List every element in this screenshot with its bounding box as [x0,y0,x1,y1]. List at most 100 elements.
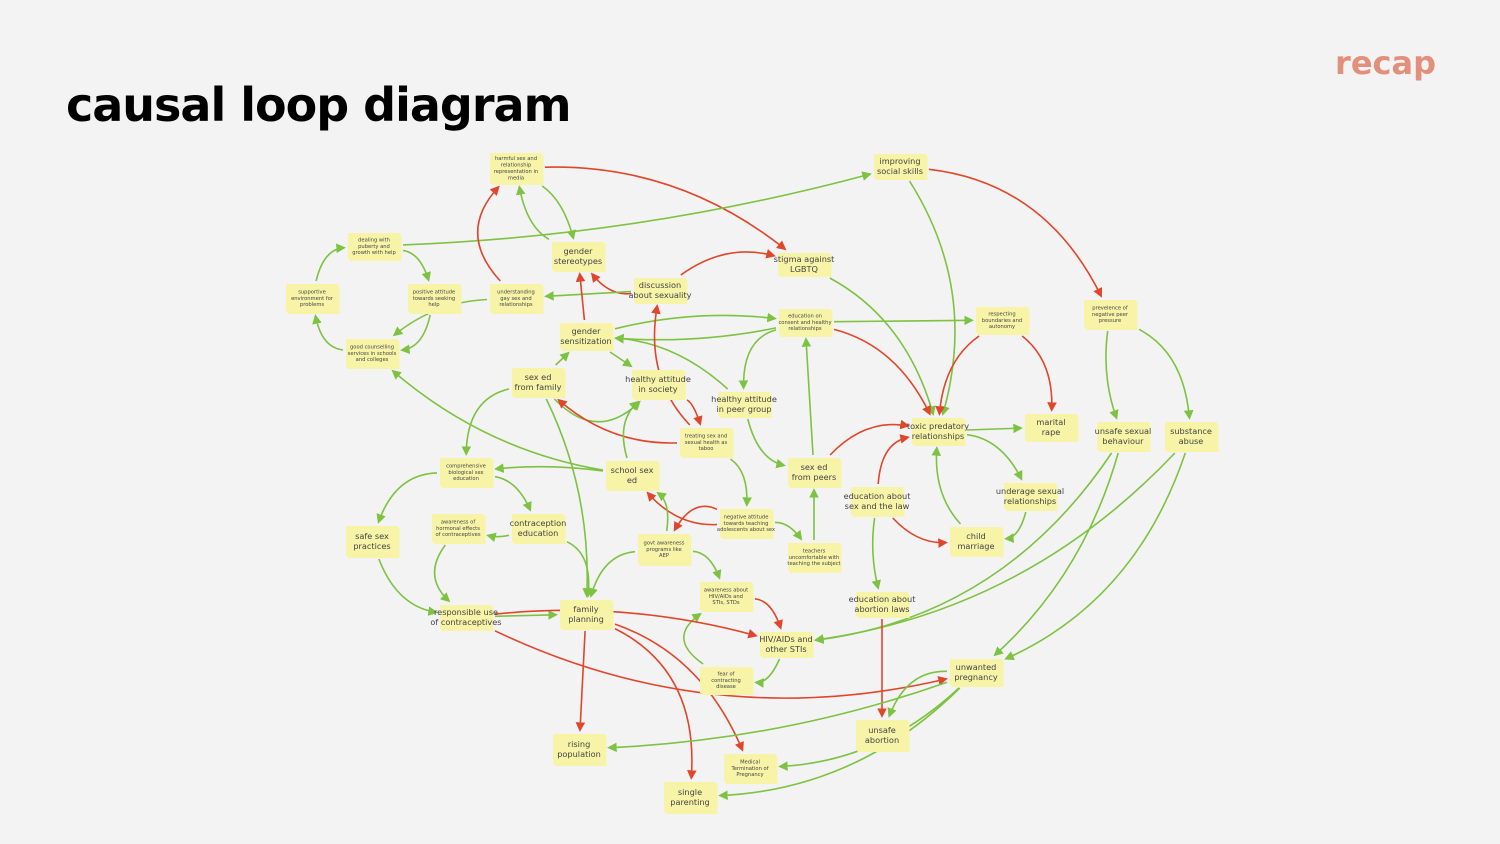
node-label-line: in peer group [716,404,771,414]
node-sticky-note [778,253,830,275]
link-gendersens-healthysociety [609,351,633,368]
link-sexlaw-childmarriage [892,517,948,548]
link-taboo-negattitude [730,458,752,507]
node-label-line: relationship [501,163,532,169]
node-label-line: parenting [670,797,710,807]
node-label-line: teachers [803,548,826,554]
link-counselling-supportive [312,314,344,351]
node-label-line: unwanted [956,662,997,672]
node-label-line: improving [879,156,920,166]
link-substance-hiv [814,452,1176,644]
link-govt-schoolsexed [656,491,669,532]
link-contraception-hormonal [486,532,510,543]
link-substance-unwanted [1004,452,1187,660]
node-sticky-note [606,461,658,489]
node-label-line: social skills [877,166,923,176]
node-label-line: teaching the subject [787,561,840,567]
link-contraception-familyplanning [566,541,594,598]
node-media[interactable]: harmful sex andrelationshiprepresentatio… [490,153,544,185]
node-sticky-note [634,278,686,302]
node-label-line: from peers [792,472,837,482]
node-sticky-note [724,754,776,782]
node-label-line: child [966,531,985,541]
node-label-line: safe sex [355,531,389,541]
node-sticky-note [490,153,542,183]
link-schoolsexed-healthysociety [622,400,640,459]
link-responsible-familyplanning [494,610,558,620]
node-sticky-note [1084,300,1136,328]
node-label-line: sensitization [560,336,612,346]
link-schoolsexed-counselling [391,369,604,471]
node-label-line: contraception [510,518,567,528]
node-label-line: prevelence of [1092,305,1128,311]
node-label-line: HIV/AIDs and [709,594,743,600]
node-sticky-note [718,392,770,416]
node-sticky-note [346,526,398,556]
node-label-line: adolescents about sex [717,527,775,533]
node-label-line: relationships [499,302,532,308]
node-sticky-note [664,782,716,812]
link-consent-gendersens [614,327,777,344]
node-label-line: services in schools [348,351,397,357]
node-label-line: supportive [298,289,326,295]
node-label-line: HIV/AIDs and [759,634,813,644]
node-sticky-note [856,592,908,616]
node-label-line: other STIs [765,644,806,654]
node-sticky-note [440,458,492,486]
node-label-line: negative peer [1092,312,1129,318]
link-childmarriage-toxic [931,446,962,525]
link-comprehensive-safesex [376,472,438,524]
link-healthysociety-taboo [686,399,703,426]
page-title: causal loop diagram [66,78,571,132]
node-label-line: abuse [1179,436,1204,446]
node-label-line: rape [1042,427,1061,437]
node-label-line: programs like [646,547,681,553]
node-sticky-note [560,323,612,349]
link-boundaries-toxic [935,335,980,416]
